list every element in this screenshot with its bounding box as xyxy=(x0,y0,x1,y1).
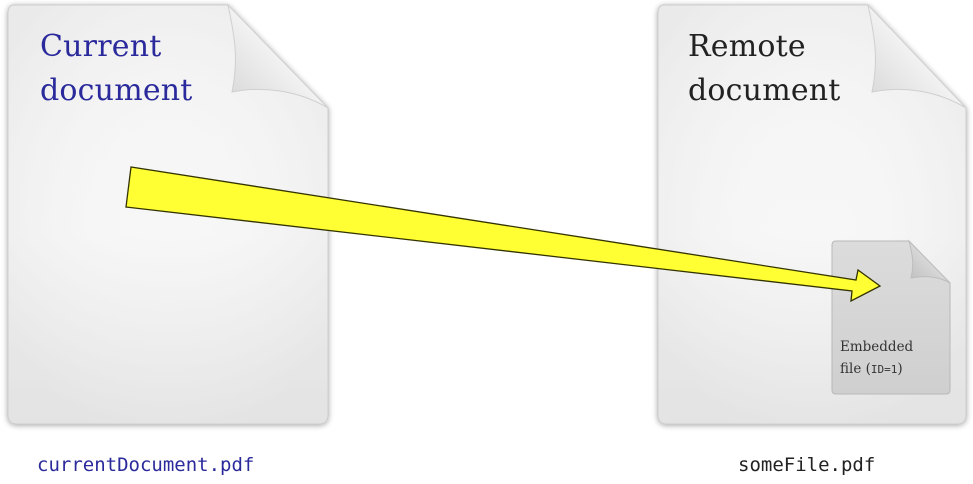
embedded-file-fold-icon xyxy=(908,239,951,284)
remote-document-title-line1: Remote xyxy=(688,29,806,64)
current-document-title-line2: document xyxy=(40,73,193,108)
embedded-file-label-prefix: file ( xyxy=(840,361,871,377)
remote-document-fold-icon xyxy=(867,3,967,109)
current-document-filename: currentDocument.pdf xyxy=(37,454,255,476)
current-document-shade xyxy=(8,5,328,424)
remote-document-title-line2: document xyxy=(688,73,841,108)
current-document-title-line1: Current xyxy=(40,29,162,64)
embedded-file-id: ID=1 xyxy=(871,363,898,376)
embedded-file-label-suffix: ) xyxy=(897,361,902,377)
remote-document-page: Remote document xyxy=(657,3,967,425)
link-arrow-icon xyxy=(125,166,882,303)
embedded-file-label-line2: file (ID=1) xyxy=(840,361,903,377)
current-document-fold-icon xyxy=(227,3,329,109)
embedded-file-label-line1: Embedded xyxy=(840,339,914,355)
remote-document-filename: someFile.pdf xyxy=(738,454,876,476)
current-document-page: Current document xyxy=(7,3,329,425)
